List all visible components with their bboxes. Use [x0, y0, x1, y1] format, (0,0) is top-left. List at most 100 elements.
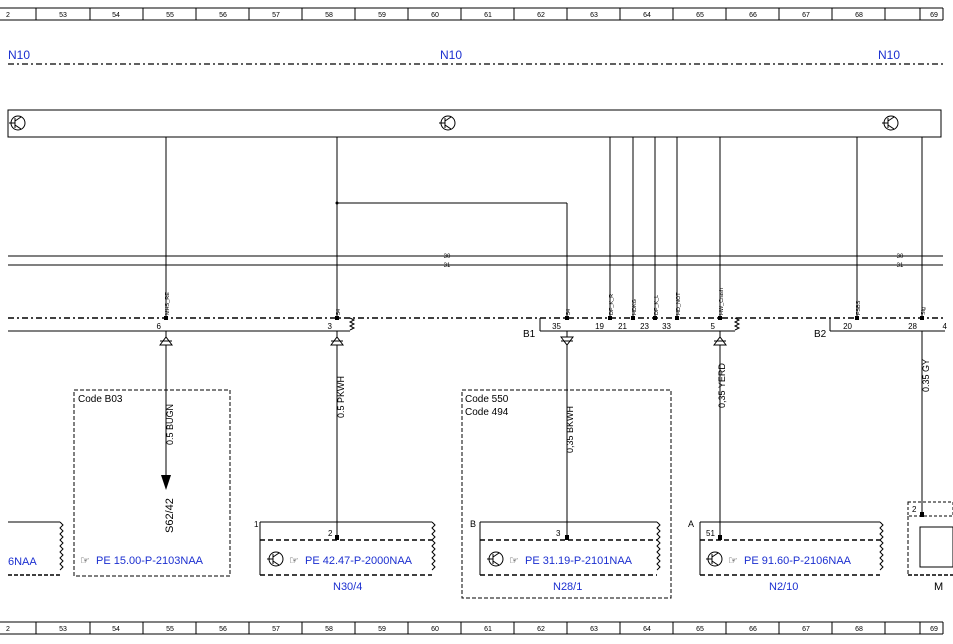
ruler-col: 64 [643, 12, 651, 19]
module-label-n10[interactable]: N10 [440, 48, 462, 62]
signal-label: DF_K_R [609, 294, 615, 315]
ruler-col: 56 [219, 12, 227, 19]
signal-label: DF_K_L [654, 295, 660, 315]
pin-number: 3 [556, 529, 561, 538]
transistor-icon [9, 115, 26, 131]
pin-number: 2 [328, 529, 333, 538]
connector-label-b1: B1 [523, 329, 536, 340]
ruler-col: 54 [112, 626, 120, 633]
code-box-550 [461, 389, 672, 599]
signal-label: HW_Crash [719, 288, 725, 315]
pin-number: 19 [595, 322, 604, 331]
pin-number: 1 [254, 520, 259, 529]
transistor-icon [706, 551, 723, 567]
reference-link[interactable]: PE 15.00-P-2103NAA [96, 555, 204, 567]
bus-label-31: 31 [444, 263, 451, 269]
code-label: Code 494 [465, 407, 509, 418]
arrow-down-icon [161, 475, 171, 490]
module-label-n10[interactable]: N10 [878, 48, 900, 62]
pointer-icon: ☞ [289, 555, 299, 567]
pin-number: 51 [706, 529, 715, 538]
ruler-col: 2 [6, 12, 10, 19]
ruler-col: 69 [930, 12, 938, 19]
pin-number: 20 [843, 322, 852, 331]
signal-label: 54 [566, 309, 572, 315]
signal-label: 54 [336, 309, 342, 315]
pin-number: 2 [912, 505, 917, 514]
component-label-n28-1[interactable]: N28/1 [553, 581, 582, 593]
ruler-col: 62 [537, 12, 545, 19]
transistor-icon [882, 115, 899, 131]
ruler-col: 56 [219, 626, 227, 633]
pin-number: 4 [943, 322, 948, 331]
module-label-n10[interactable]: N10 [8, 48, 30, 62]
ruler-col: 69 [930, 626, 938, 633]
bus-lines [8, 255, 943, 266]
ruler-col: 59 [378, 12, 386, 19]
ruler-col: 63 [590, 12, 598, 19]
pin-number: 23 [640, 322, 649, 331]
pin-number: 28 [908, 322, 917, 331]
pin-number: 35 [552, 322, 561, 331]
pin-number: 3 [328, 322, 333, 331]
code-label: Code B03 [78, 394, 123, 405]
wire-label: 0,35 YERD [717, 363, 727, 408]
pin-number: 33 [662, 322, 671, 331]
ruler-col: 64 [643, 626, 651, 633]
ruler-col: 57 [272, 626, 280, 633]
ruler-col: 60 [431, 626, 439, 633]
component-label-n2-10[interactable]: N2/10 [769, 581, 798, 593]
bottom-ruler: 2 53 54 55 56 57 58 59 60 61 62 63 64 65… [0, 621, 944, 635]
connector-label-b2: B2 [814, 329, 827, 340]
reference-link[interactable]: 6NAA [8, 556, 37, 568]
transistor-icon [487, 551, 504, 567]
bus-label-30: 30 [444, 254, 451, 260]
bus-label-30: 30 [897, 254, 904, 260]
ruler-col: 54 [112, 12, 120, 19]
signal-label: MHS_RE [165, 292, 171, 315]
reference-s62-42[interactable]: S62/42 [164, 498, 176, 533]
ruler-col: 53 [59, 626, 67, 633]
component-label-n30-4[interactable]: N30/4 [333, 581, 362, 593]
wire-label: 0,35 BKWH [565, 406, 575, 453]
wire-label: 0.5 BUGN [165, 404, 175, 445]
ruler-col: 55 [166, 12, 174, 19]
wire-label: 0.35 GY [921, 359, 931, 392]
ruler-col: 68 [855, 626, 863, 633]
reference-link[interactable]: PE 42.47-P-2000NAA [305, 555, 413, 567]
ruler-col: 57 [272, 12, 280, 19]
ruler-col: 53 [59, 12, 67, 19]
pin-number: 5 [711, 322, 716, 331]
pointer-icon: ☞ [80, 555, 90, 567]
module-wires [165, 137, 923, 318]
top-ruler: 2 53 54 55 56 57 58 59 60 61 62 63 64 65… [0, 7, 944, 21]
ruler-col: 61 [484, 626, 492, 633]
ruler-col: 58 [325, 12, 333, 19]
pin-number: 21 [618, 322, 627, 331]
pin-number: A [688, 519, 694, 529]
ruler-col: 61 [484, 12, 492, 19]
ruler-col: 65 [696, 626, 704, 633]
ruler-col: 2 [6, 626, 10, 633]
ruler-col: 60 [431, 12, 439, 19]
ruler-col: 67 [802, 626, 810, 633]
pointer-icon: ☞ [509, 555, 519, 567]
ruler-col: 59 [378, 626, 386, 633]
transistor-icon [267, 551, 284, 567]
component-label-m[interactable]: M [934, 581, 943, 593]
ruler-col: 65 [696, 12, 704, 19]
signal-label: HDKG [632, 299, 638, 315]
ruler-col: 55 [166, 626, 174, 633]
code-box-b03 [73, 389, 231, 577]
pin-number: B [470, 519, 476, 529]
transistor-icon [439, 115, 456, 131]
ruler-col: 66 [749, 626, 757, 633]
pointer-icon: ☞ [728, 555, 738, 567]
wire-label: 0.5 PKWH [336, 376, 346, 418]
ruler-col: 67 [802, 12, 810, 19]
signal-label: Sig [921, 307, 927, 315]
reference-link[interactable]: PE 91.60-P-2106NAA [744, 555, 852, 567]
ruler-col: 62 [537, 626, 545, 633]
reference-link[interactable]: PE 31.19-P-2101NAA [525, 555, 633, 567]
